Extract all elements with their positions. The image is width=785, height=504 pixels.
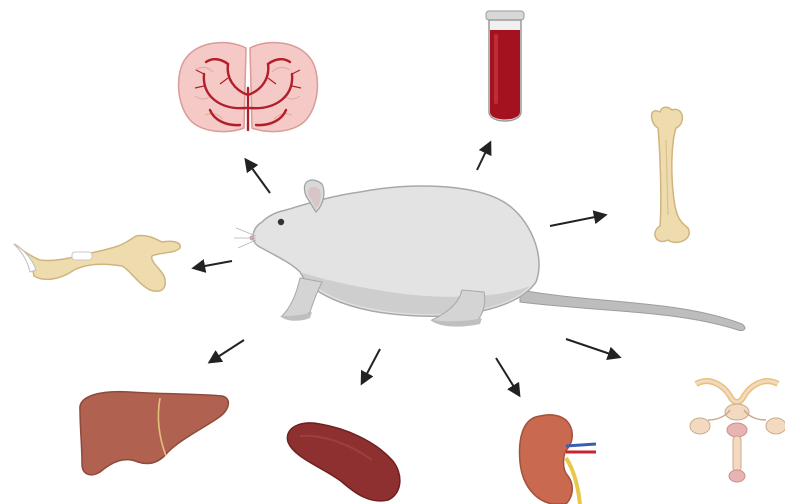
brain-icon: [179, 43, 318, 132]
femur-bone-icon: [652, 107, 690, 242]
blood-tube-icon: [486, 11, 524, 121]
arrow-to-liver: [210, 340, 244, 362]
arrow-to-spleen: [362, 349, 380, 383]
spleen-icon: [287, 423, 399, 501]
arrow-to-bone: [550, 215, 605, 226]
kidney-icon: [520, 415, 596, 504]
arrow-to-kidney: [496, 358, 519, 395]
arrow-to-blood: [477, 143, 490, 170]
mandible-icon: [14, 235, 180, 291]
arrow-to-reproductive: [566, 339, 619, 357]
liver-icon: [80, 392, 229, 475]
arrow-to-brain: [246, 160, 270, 193]
reproductive-organ-icon: [690, 381, 785, 482]
arrow-to-jaw: [194, 261, 232, 268]
